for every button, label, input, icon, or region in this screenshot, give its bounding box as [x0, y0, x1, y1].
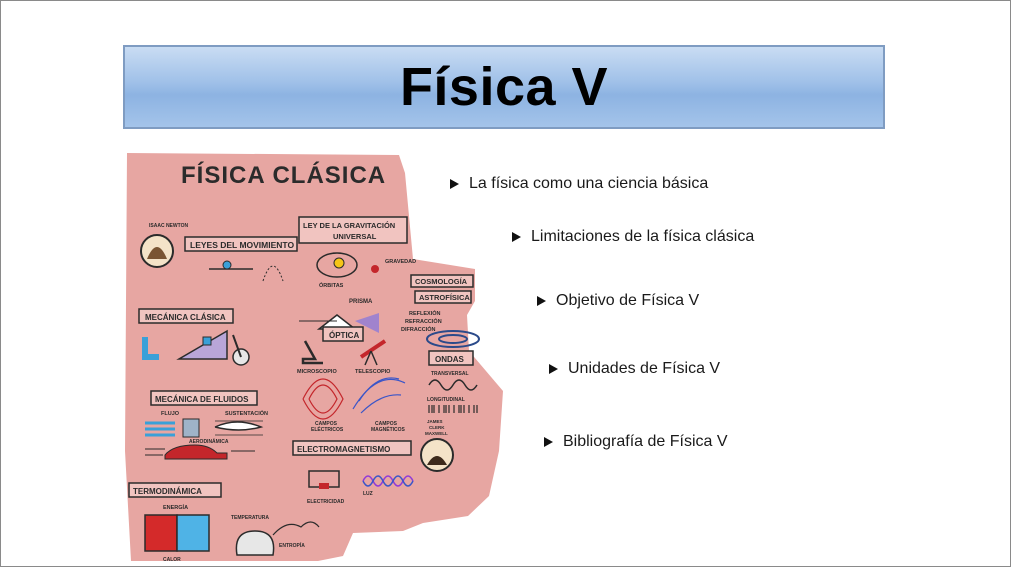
circuit-icon — [308, 470, 340, 488]
arrow-bullet-icon — [544, 437, 553, 447]
leyes-box — [184, 236, 298, 252]
astrofisica-label: ASTROFÍSICA — [419, 293, 470, 302]
mecanica-fluidos-box — [150, 390, 258, 406]
astrofisica-box — [414, 290, 472, 304]
sustentacion-label: SUSTENTACIÓN — [225, 409, 268, 417]
maxwell-label-2: CLERK — [429, 425, 445, 430]
arrow-bullet-icon — [549, 364, 558, 374]
car-icon — [164, 444, 228, 460]
maxwell-label-1: JAMES — [427, 419, 443, 424]
maxwell-portrait — [420, 438, 454, 472]
gravitacion-label-1: LEY DE LA GRAVITACIÓN — [303, 221, 395, 230]
entropia-label: ENTROPÍA — [279, 541, 305, 549]
gravitacion-box — [298, 216, 408, 244]
arrow-bullet-icon — [537, 296, 546, 306]
mecanica-clasica-label: MECÁNICA CLÁSICA — [145, 313, 226, 322]
orbit-icon — [316, 252, 358, 278]
bullet-text: Unidades de Física V — [568, 360, 721, 377]
cosmologia-label: COSMOLOGÍA — [415, 277, 468, 286]
gravitacion-label-2: UNIVERSAL — [333, 232, 377, 241]
ondas-box — [428, 350, 474, 366]
light-wave — [362, 475, 414, 487]
reflexion-label: REFLEXIÓN — [409, 309, 441, 317]
title-banner: Física V — [123, 45, 885, 129]
orbitas-label: ÓRBITAS — [319, 281, 344, 289]
telescopio-label: TELESCOPIO — [355, 369, 391, 375]
campos-electricos-label-2: ELÉCTRICOS — [311, 425, 344, 433]
electromagnetismo-label: ELECTROMAGNETISMO — [297, 445, 390, 454]
mecanica-fluidos-label: MECÁNICA DE FLUIDOS — [155, 395, 249, 404]
heat-box-cold — [176, 514, 210, 552]
fisica-clasica-poster: FÍSICA CLÁSICA ISAAC NEWTON LEYES DEL MO… — [123, 151, 513, 563]
energia-label: ENERGÍA — [163, 503, 188, 511]
bullet-text: La física como una ciencia básica — [469, 175, 709, 192]
mecanica-clasica-box — [138, 308, 234, 324]
bullet-item: Bibliografía de Física V — [544, 433, 728, 451]
campos-electricos-label-1: CAMPOS — [315, 421, 338, 427]
ondas-label: ONDAS — [435, 355, 465, 364]
optica-box — [322, 326, 364, 342]
flujo-label: FLUJO — [161, 411, 180, 417]
longitudinal-wave — [428, 405, 478, 413]
temperatura-label: TEMPERATURA — [231, 515, 269, 521]
transversal-label: TRANSVERSAL — [431, 371, 469, 377]
cosmologia-box — [410, 274, 474, 288]
bullet-text: Objetivo de Física V — [556, 292, 700, 309]
leyes-label: LEYES DEL MOVIMIENTO — [190, 240, 294, 250]
campos-magneticos-label-1: CAMPOS — [375, 421, 398, 427]
bullet-text: Limitaciones de la física clásica — [531, 228, 755, 245]
microscopio-label: MICROSCOPIO — [297, 369, 337, 375]
bullet-item: Limitaciones de la física clásica — [512, 228, 754, 246]
arrow-bullet-icon — [450, 179, 459, 189]
luz-label: LUZ — [363, 491, 373, 497]
optica-label: ÓPTICA — [329, 331, 359, 340]
telescope-icon — [359, 339, 387, 359]
slide-title: Física V — [399, 57, 609, 117]
longitudinal-label: LONGITUDINAL — [427, 397, 465, 403]
poster-title: FÍSICA CLÁSICA — [181, 161, 386, 189]
maxwell-label-3: MAXWELL — [425, 431, 448, 436]
bullet-item: Objetivo de Física V — [537, 292, 699, 310]
gravedad-label: GRAVEDAD — [385, 259, 416, 265]
newton-label: ISAAC NEWTON — [149, 223, 188, 229]
electromagnetismo-box — [292, 440, 412, 456]
bullet-item: La física como una ciencia básica — [450, 175, 708, 193]
prisma-label: PRISMA — [349, 299, 373, 305]
electricidad-label: ELECTRICIDAD — [307, 499, 345, 505]
arrow-bullet-icon — [512, 232, 521, 242]
kettle-icon — [235, 530, 275, 556]
campos-magneticos-label-2: MAGNÉTICOS — [371, 425, 406, 433]
difraccion-label: DIFRACCIÓN — [401, 325, 436, 333]
refraccion-label: REFRACCIÓN — [405, 317, 442, 325]
heat-box-hot — [144, 514, 178, 552]
poster-illustration: FÍSICA CLÁSICA ISAAC NEWTON LEYES DEL MO… — [125, 153, 503, 563]
microscope-icon — [301, 340, 323, 365]
termodinamica-box — [128, 482, 222, 498]
calor-label: CALOR — [163, 557, 181, 563]
bullet-text: Bibliografía de Física V — [563, 433, 728, 450]
termodinamica-label: TERMODINÁMICA — [133, 487, 202, 496]
transverse-wave — [428, 379, 478, 391]
bullet-item: Unidades de Física V — [549, 360, 720, 378]
aerodinamica-label: AERODINÁMICA — [189, 438, 229, 445]
